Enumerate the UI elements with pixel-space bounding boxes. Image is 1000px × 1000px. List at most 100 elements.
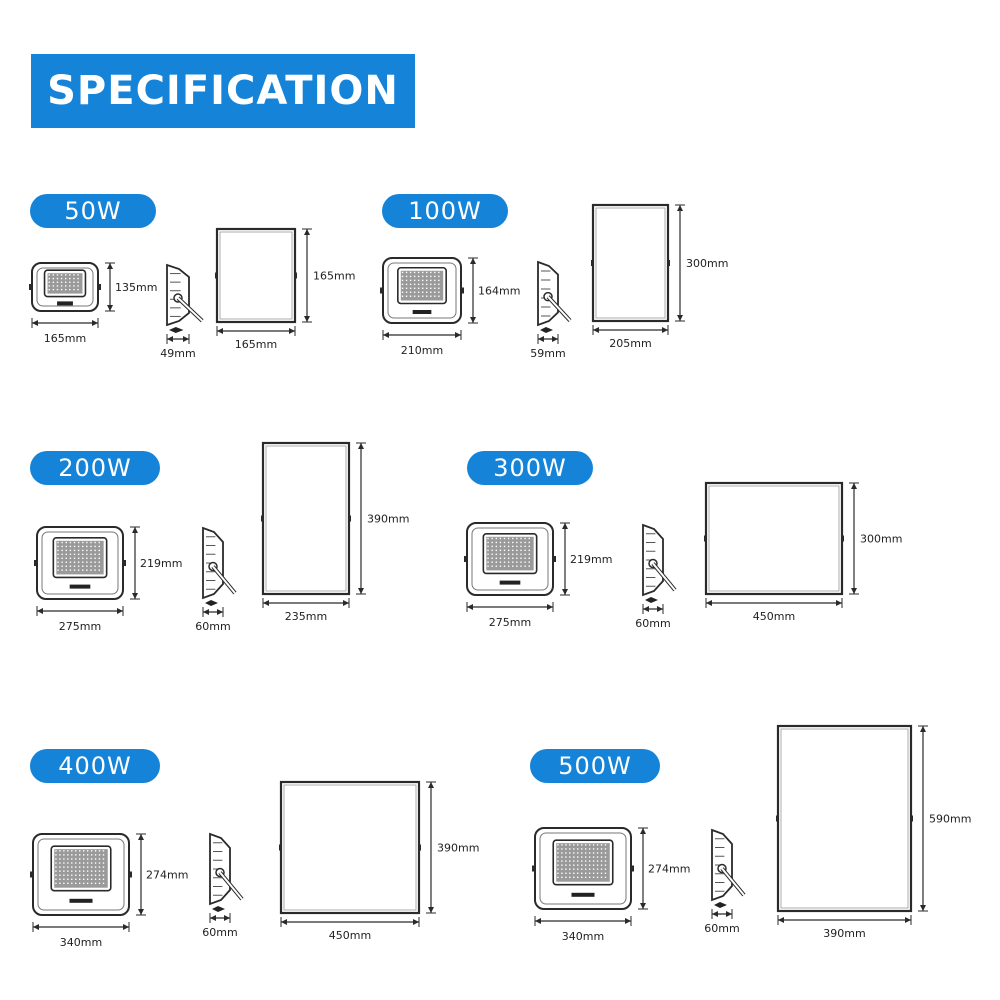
panel-outline [215, 227, 297, 324]
led-chip [90, 854, 93, 856]
led-chip [438, 291, 440, 293]
base-clip [714, 902, 727, 908]
led-chip [75, 854, 77, 856]
led-chip [75, 870, 77, 872]
back-height-label: 165mm [313, 270, 355, 283]
led-chip [61, 553, 63, 556]
mounting-bracket-inner [177, 297, 203, 322]
panel-inner-edge [595, 207, 666, 319]
led-chip [581, 852, 583, 854]
led-chip [581, 872, 583, 874]
back-width-label: 235mm [285, 610, 327, 623]
front-height-dimension [130, 526, 140, 600]
housing-inner-edge [36, 267, 94, 307]
arrow-head [32, 320, 38, 326]
led-chip [71, 862, 73, 864]
led-chip [561, 872, 563, 874]
led-chip [77, 557, 80, 559]
led-chip [499, 545, 502, 548]
led-chip [63, 866, 65, 868]
led-chip [405, 295, 408, 297]
led-chip [79, 882, 81, 885]
led-chip [102, 850, 105, 852]
led-chip [512, 557, 514, 559]
led-chip [59, 870, 61, 872]
led-chip [413, 283, 416, 286]
led-chip [48, 281, 50, 283]
led-chip [59, 874, 61, 876]
led-chip [565, 868, 567, 870]
led-chip [86, 866, 89, 868]
led-chip [417, 271, 420, 274]
led-chip [577, 872, 579, 874]
arrow-head [455, 332, 461, 338]
led-chip [426, 287, 428, 290]
led-chip [409, 291, 412, 293]
side-lug [29, 284, 32, 290]
led-chip [426, 271, 428, 274]
brand-plate [69, 898, 93, 903]
led-chip [52, 288, 55, 291]
led-chip [409, 279, 412, 282]
led-chips [48, 274, 79, 291]
led-chip [69, 545, 72, 548]
led-chip [512, 541, 514, 544]
front-height-label: 274mm [146, 869, 188, 882]
led-chip [512, 565, 514, 567]
led-chip [507, 557, 510, 559]
arrow-head [107, 305, 113, 311]
led-chip [102, 870, 105, 872]
led-chip [581, 856, 583, 858]
led-chip [75, 874, 77, 876]
arrow-head [428, 907, 434, 913]
led-chip [61, 557, 63, 559]
led-chip [75, 866, 77, 868]
housing-inner-edge [37, 838, 125, 911]
arrow-head [183, 336, 189, 342]
led-chip [557, 856, 559, 858]
led-chip [413, 287, 416, 290]
led-chip [90, 870, 93, 872]
led-chip [79, 850, 81, 852]
led-chip [499, 541, 502, 544]
led-chip [430, 279, 432, 282]
led-chip [417, 275, 420, 278]
led-chip [499, 557, 502, 559]
led-chip [520, 541, 522, 544]
led-chip [430, 275, 432, 278]
back-height-dimension [849, 482, 859, 595]
led-chip [67, 870, 69, 872]
front-width-label: 275mm [59, 620, 101, 633]
arrow-head [640, 903, 646, 909]
led-chip [487, 553, 489, 555]
led-chip [102, 862, 105, 864]
led-chips [557, 844, 607, 879]
led-chip [592, 848, 595, 850]
led-chip [98, 553, 100, 556]
front-height-dimension [560, 522, 570, 596]
led-chip [98, 561, 100, 563]
led-chip [524, 561, 526, 563]
led-chip [69, 553, 72, 556]
led-chip [55, 850, 57, 852]
arrow-head [167, 336, 173, 342]
led-chip [528, 557, 530, 559]
led-chip [65, 553, 67, 556]
led-chip [82, 541, 84, 544]
led-chip [90, 569, 92, 571]
led-chip [422, 279, 424, 282]
led-chip [86, 874, 89, 876]
led-chips [487, 537, 530, 567]
led-chip [90, 545, 92, 548]
led-chip [434, 283, 436, 286]
led-chip [565, 856, 567, 858]
side-depth-dimension [642, 604, 664, 614]
led-chip [69, 288, 71, 291]
side-lug [129, 871, 132, 878]
led-chip [90, 549, 92, 552]
led-chip [82, 850, 85, 852]
arrow-head [217, 328, 223, 334]
back-width-label: 450mm [753, 610, 795, 623]
led-chip [588, 876, 591, 879]
led-chip [86, 850, 89, 852]
